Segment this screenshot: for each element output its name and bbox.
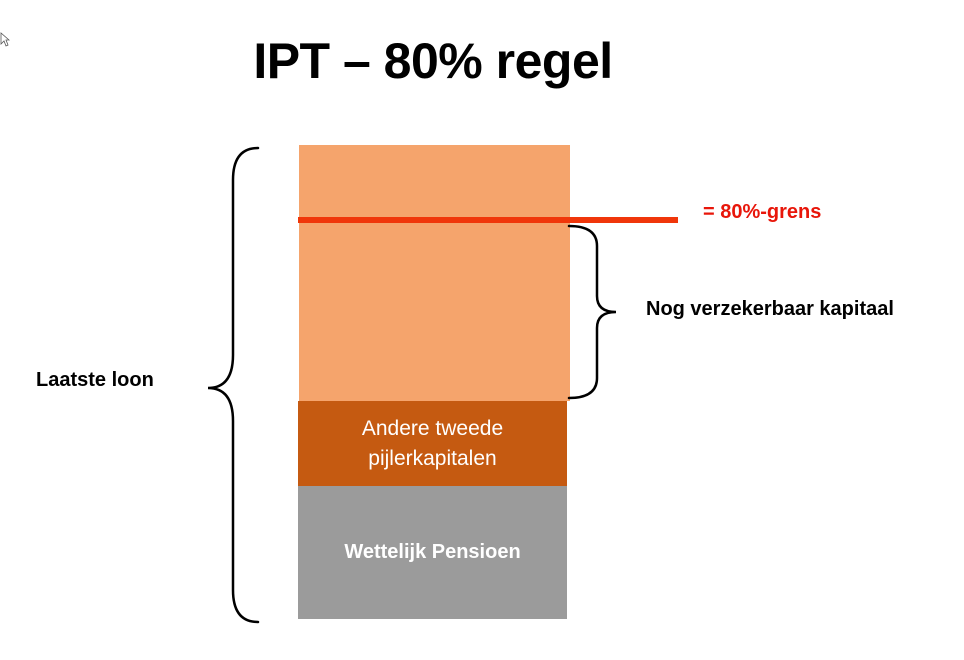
segment-label-line2: pijlerkapitalen (368, 446, 497, 470)
insurable-capital-brace (567, 224, 617, 400)
insurable-capital-label: Nog verzekerbaar kapitaal (646, 298, 894, 320)
other-pillar-capital-segment: Andere tweede pijlerkapitalen (298, 401, 567, 486)
last-salary-label: Laatste loon (36, 369, 154, 391)
last-salary-brace (207, 146, 260, 624)
segment-label-line1: Andere tweede (361, 417, 504, 441)
statutory-pension-segment: Wettelijk Pensioen (298, 486, 567, 619)
limit-label: = 80%-grens (703, 201, 822, 223)
insurable-capital-segment (299, 145, 570, 401)
page-title: IPT – 80% regel (253, 33, 613, 89)
arrow-cursor-icon (0, 32, 10, 47)
segment-label: Wettelijk Pensioen (344, 541, 521, 563)
